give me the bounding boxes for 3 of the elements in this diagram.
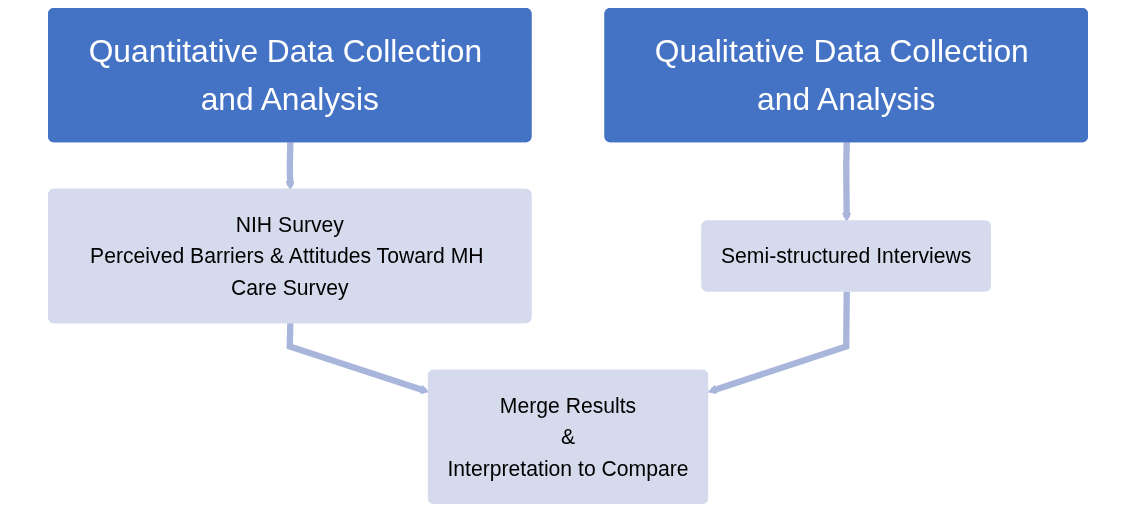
arrow xyxy=(842,142,852,223)
arrow xyxy=(285,142,295,191)
arrow xyxy=(707,291,850,394)
